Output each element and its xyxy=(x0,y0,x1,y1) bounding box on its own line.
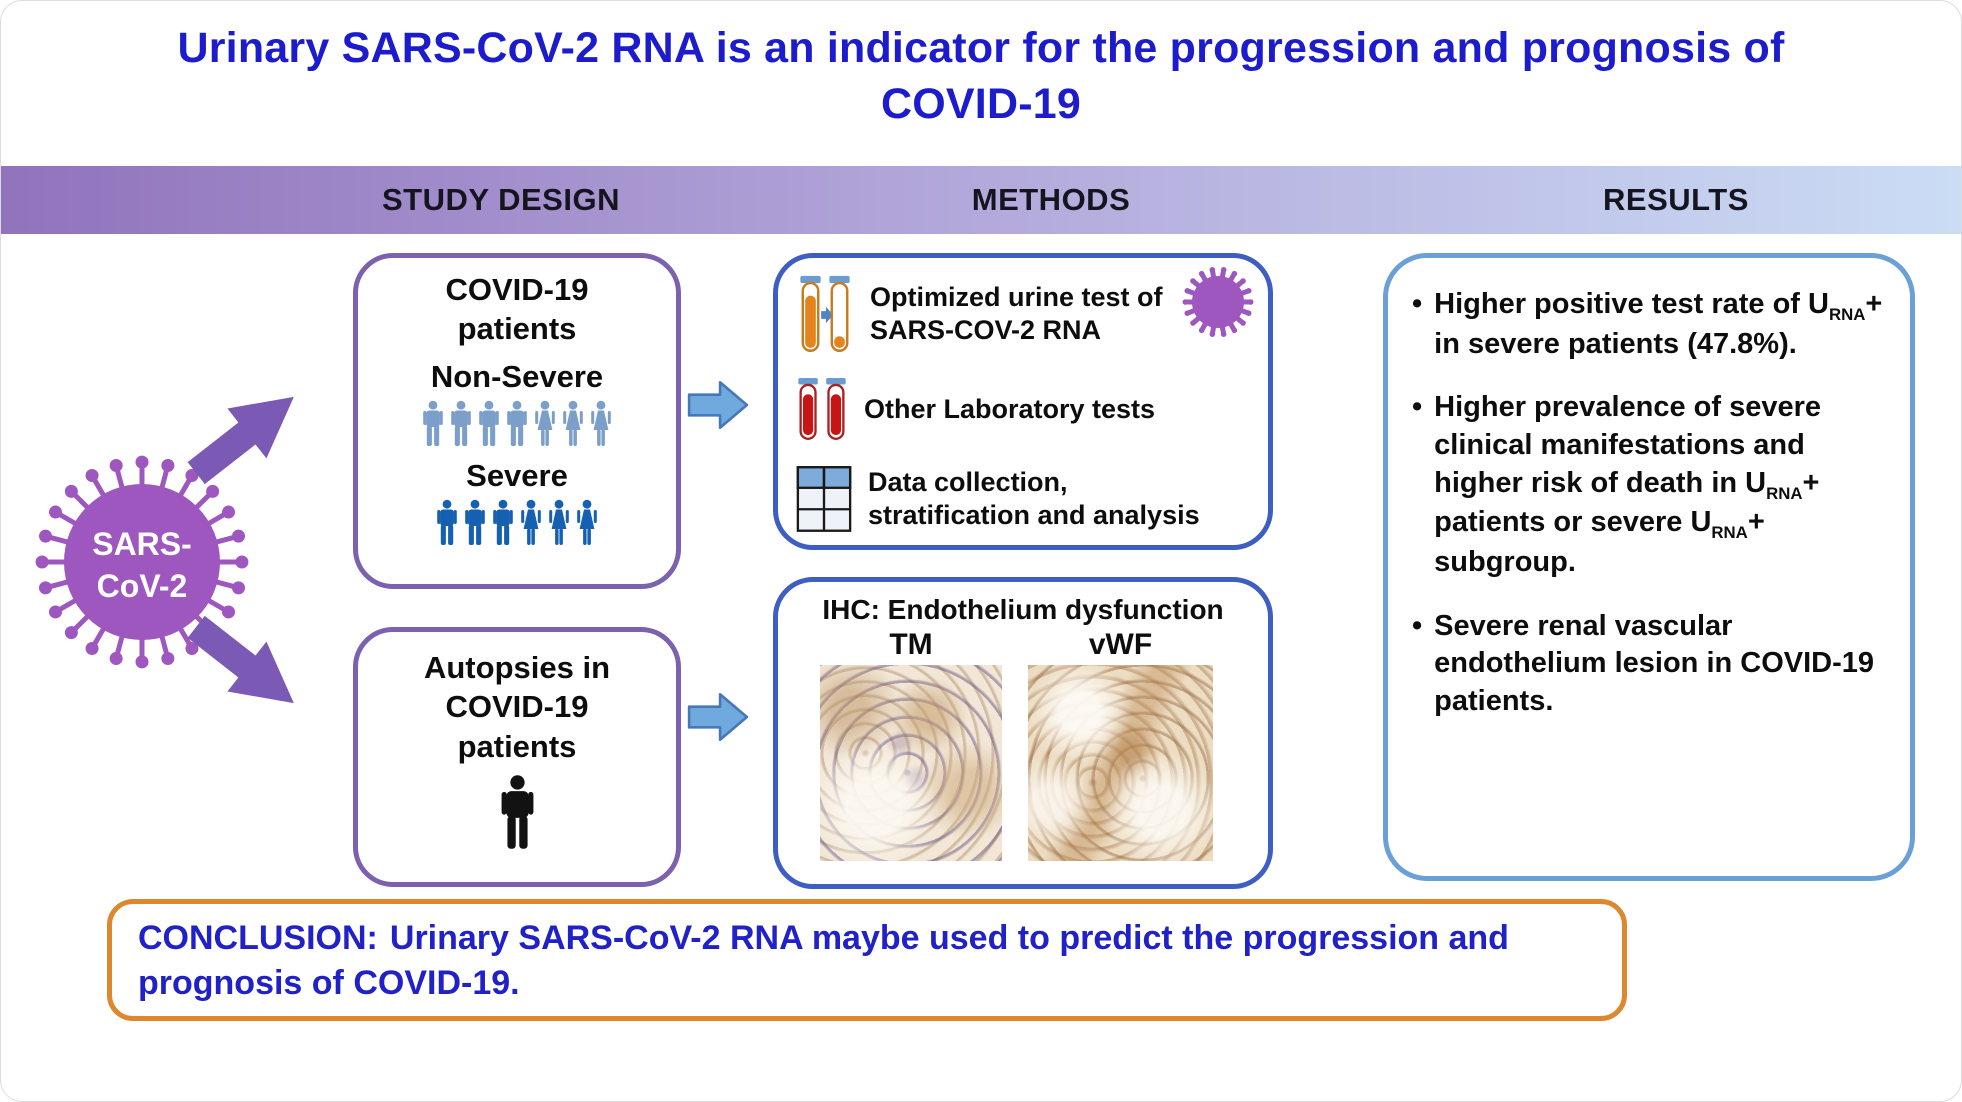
severe-label: Severe xyxy=(466,457,568,493)
bullet-text: Severe renal vascular endothelium lesion… xyxy=(1434,609,1875,718)
urine-test-label: Optimized urine test of SARS-COV-2 RNA xyxy=(870,281,1163,347)
vwf-histology-image xyxy=(1028,665,1213,861)
virus-label-line1: SARS- xyxy=(92,526,192,562)
arrow-autopsies-to-ihc-icon xyxy=(687,693,749,741)
arrow-patients-to-methods-icon xyxy=(687,381,749,429)
bullet-dot: • xyxy=(1412,391,1423,424)
patients-box-title-line1: COVID-19 xyxy=(445,272,589,307)
arrow-virus-to-patients-icon xyxy=(187,396,294,485)
person-male-icon xyxy=(505,400,529,448)
header-study-design: STUDY DESIGN xyxy=(382,182,620,217)
header-methods: METHODS xyxy=(971,182,1131,217)
person-male-icon xyxy=(463,499,487,547)
person-male-icon xyxy=(421,400,445,448)
person-male-icon xyxy=(435,499,459,547)
autopsies-title-line2: COVID-19 xyxy=(445,689,589,725)
autopsy-person-icon xyxy=(498,774,537,852)
person-female-icon xyxy=(575,499,599,547)
results-box: • Higher positive test rate of URNA+ in s… xyxy=(1383,253,1915,881)
autopsies-box-title: Autopsies in COVID-19 patients xyxy=(424,648,610,766)
ihc-images xyxy=(820,665,1268,861)
non-severe-patients-icons xyxy=(421,398,613,448)
data-table-icon xyxy=(796,466,852,532)
autopsies-box: Autopsies in COVID-19 patients xyxy=(353,627,681,887)
person-male-icon xyxy=(449,400,473,448)
conclusion-label: CONCLUSION: xyxy=(138,919,378,957)
urine-test-label-line2: SARS-COV-2 RNA xyxy=(870,315,1102,345)
conclusion-text: Urinary SARS-CoV-2 RNA maybe used to pre… xyxy=(138,919,1509,1003)
data-collection-label-line1: Data collection, xyxy=(868,467,1068,498)
conclusion-box: CONCLUSION:Urinary SARS-CoV-2 RNA maybe … xyxy=(107,899,1627,1021)
tm-histology-image xyxy=(820,665,1002,861)
covid-patients-box: COVID-19 patients Non-Severe Severe xyxy=(353,253,681,589)
results-bullet: • Severe renal vascular endothelium lesio… xyxy=(1412,608,1896,721)
section-header-bar: STUDY DESIGN METHODS RESULTS xyxy=(1,166,1961,234)
methods-tests-box: Optimized urine test of SARS-COV-2 RNA O… xyxy=(773,253,1273,550)
bullet-dot: • xyxy=(1412,288,1423,320)
header-results: RESULTS xyxy=(1603,182,1749,217)
patients-box-title-line2: patients xyxy=(457,311,577,347)
results-bullet: • Higher positive test rate of URNA+ in s… xyxy=(1412,286,1896,363)
person-female-icon xyxy=(561,400,585,448)
person-female-icon xyxy=(533,400,557,448)
figure-title: Urinary SARS-CoV-2 RNA is an indicator f… xyxy=(1,21,1961,133)
data-collection-label: Data collection, stratification and anal… xyxy=(868,466,1200,532)
vwf-label: vWF xyxy=(1088,628,1153,661)
urine-test-tubes-icon xyxy=(800,275,850,352)
figure-title-line2: COVID-19 xyxy=(881,79,1081,128)
arrow-virus-to-autopsies-icon xyxy=(187,615,294,704)
non-severe-label: Non-Severe xyxy=(430,358,604,394)
autopsies-title-line3: patients xyxy=(457,728,577,764)
virus-label-line2: CoV-2 xyxy=(97,568,188,604)
person-male-icon xyxy=(491,499,515,547)
virus-icon-small xyxy=(1182,267,1254,337)
methods-ihc-box: IHC: Endothelium dysfunction TM vWF xyxy=(773,577,1273,889)
ihc-image-labels: TM vWF xyxy=(820,628,1268,662)
bullet-dot: • xyxy=(1412,609,1423,642)
autopsies-title-line1: Autopsies in xyxy=(423,650,610,685)
ihc-title: IHC: Endothelium dysfunction xyxy=(822,594,1224,625)
bullet-text: Higher positive test rate of URNA+ in se… xyxy=(1434,288,1883,360)
person-female-icon xyxy=(519,499,543,547)
patients-box-title: COVID-19 patients xyxy=(446,270,589,349)
person-female-icon xyxy=(547,499,571,547)
results-bullet: • Higher prevalence of severe clinical ma… xyxy=(1412,389,1896,581)
urine-test-row: Optimized urine test of SARS-COV-2 RNA xyxy=(796,274,1254,354)
figure-title-line1: Urinary SARS-CoV-2 RNA is an indicator f… xyxy=(177,24,1785,72)
blood-test-tubes-icon xyxy=(798,377,846,440)
data-collection-row: Data collection, stratification and anal… xyxy=(796,465,1254,533)
severe-patients-icons xyxy=(435,497,599,547)
laboratory-tests-row: Other Laboratory tests xyxy=(796,377,1254,443)
bullet-text: Higher prevalence of severe clinical man… xyxy=(1434,391,1822,578)
data-collection-label-line2: stratification and analysis xyxy=(868,500,1200,530)
person-male-icon xyxy=(477,400,501,448)
person-female-icon xyxy=(589,400,613,448)
tm-label: TM xyxy=(889,628,933,661)
laboratory-tests-label: Other Laboratory tests xyxy=(864,394,1156,425)
urine-test-label-line1: Optimized urine test of xyxy=(870,282,1163,313)
sars-cov-2-virus-icon: SARS- CoV-2 xyxy=(35,455,249,669)
